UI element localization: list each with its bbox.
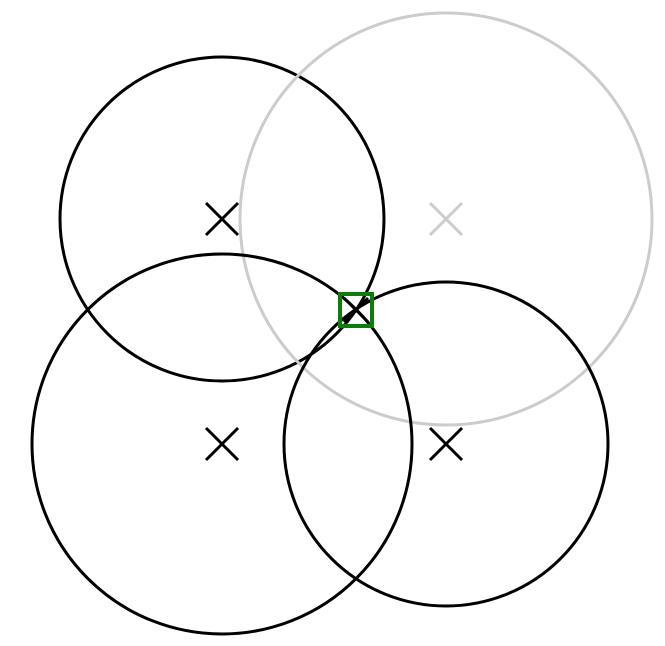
circles-layer: [30, 11, 654, 636]
x-mark-icon-bottom-right: [428, 426, 464, 462]
x-mark-icon-bottom-left: [204, 426, 240, 462]
x-mark-icon-top-right: [428, 201, 464, 237]
intersection-marker: [338, 292, 374, 328]
center-markers-layer: [204, 201, 464, 462]
circle-top-right: [238, 11, 654, 427]
circle-bottom-right: [282, 280, 610, 608]
circle-bottom-left: [30, 252, 414, 636]
circle-top-left: [58, 55, 386, 383]
square-target-icon: [338, 292, 374, 328]
x-mark-icon-intersection: [342, 296, 370, 324]
x-mark-icon-top-left: [204, 201, 240, 237]
